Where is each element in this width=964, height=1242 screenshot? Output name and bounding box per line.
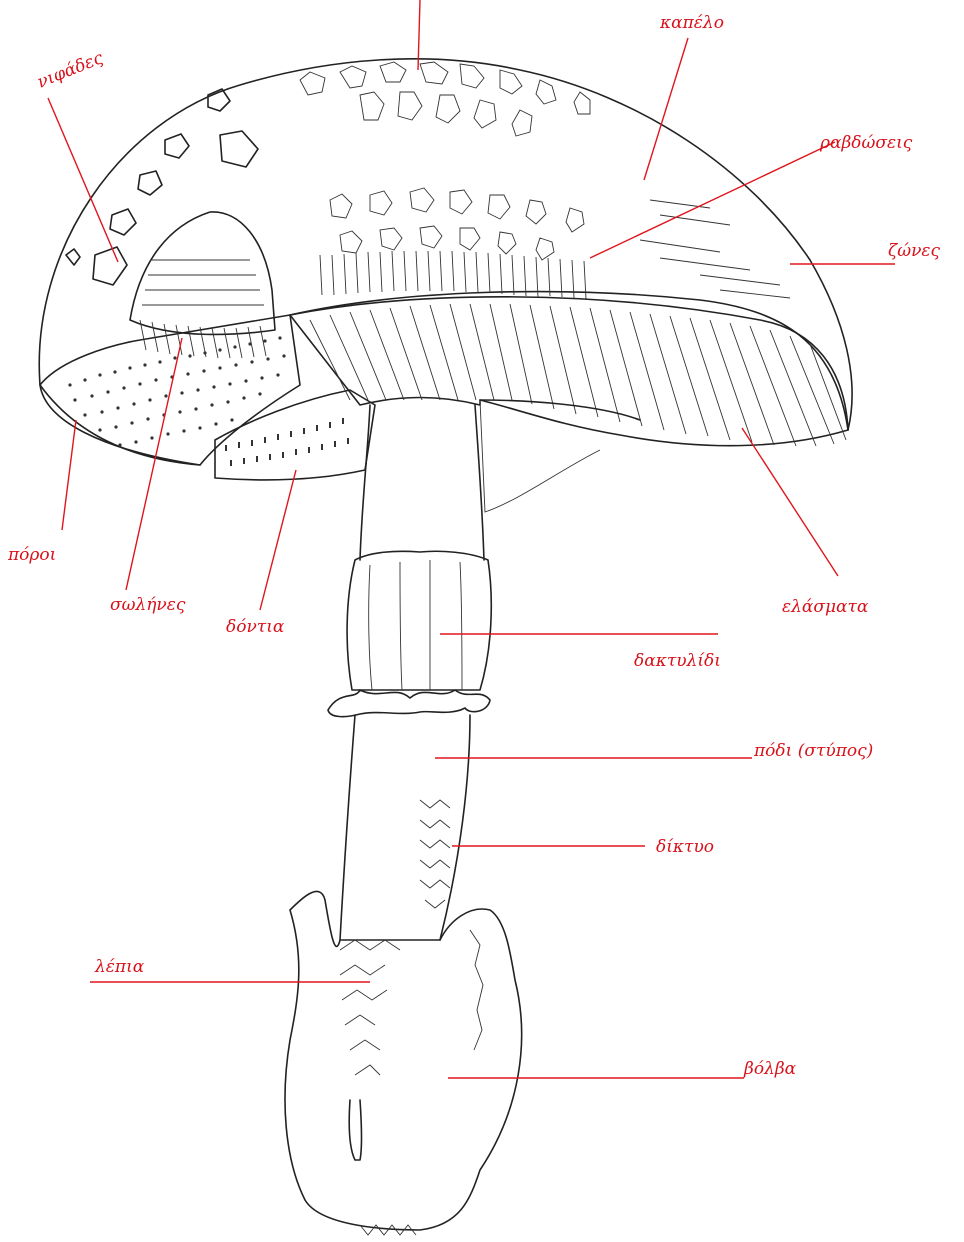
label-lepia: λέπια (94, 957, 145, 977)
label-kapelo: καπέλο (659, 13, 724, 33)
label-volva: βόλβα (743, 1059, 797, 1079)
label-solines: σωλήνες (110, 595, 186, 615)
cap-drawing (39, 59, 852, 512)
label-daktylidi: δακτυλίδι (634, 651, 721, 671)
stem-drawing (285, 405, 522, 1235)
label-nigades: νιφάδες (34, 48, 106, 93)
label-poroi: πόροι (7, 545, 56, 565)
label-zones: ζώνες (888, 241, 941, 261)
label-ravdoseis: ραβδώσεις (819, 133, 913, 153)
label-elasmata: ελάσματα (782, 597, 869, 617)
label-diktyo: δίκτυο (656, 837, 714, 857)
leader-lines (48, 0, 895, 1078)
label-dontia: δόντια (226, 617, 285, 637)
label-podi: πόδι (στύπος) (753, 741, 873, 761)
